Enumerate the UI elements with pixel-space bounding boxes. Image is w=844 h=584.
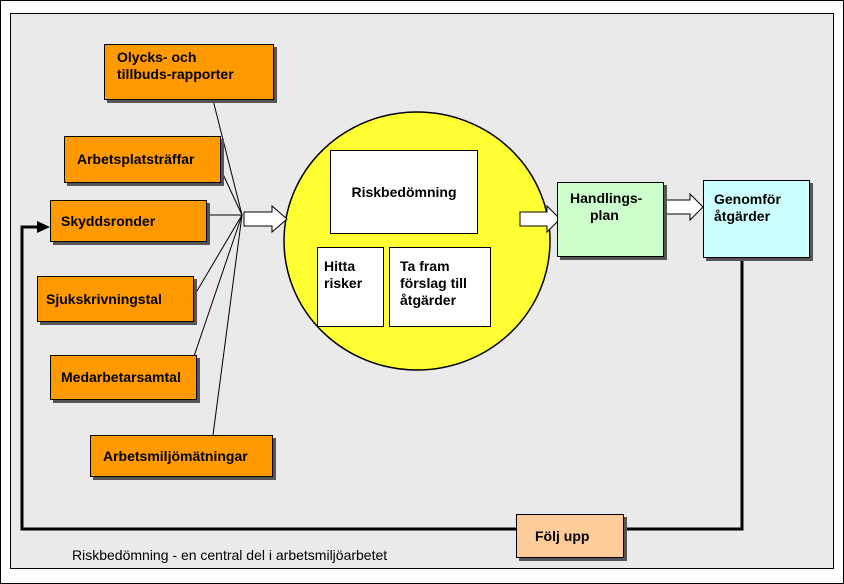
assessment-title: Riskbedömning — [351, 184, 457, 200]
implement-line2: åtgärder — [714, 208, 771, 224]
source-medarbetarsamtal-label: Medarbetarsamtal — [61, 369, 181, 385]
arrow-to-implement — [663, 192, 704, 222]
source-arbetsmiljomatningar: Arbetsmiljömätningar — [90, 435, 273, 477]
source-olycks-line2: tillbuds-rapporter — [117, 66, 234, 82]
source-sjukskrivningstal-label: Sjukskrivningstal — [46, 290, 162, 307]
source-olycks-tillbud: Olycks- och tillbuds-rapporter — [104, 44, 274, 100]
find-risks-line2: risker — [324, 275, 363, 291]
source-skyddsronder-label: Skyddsronder — [61, 212, 156, 229]
connector-arbetsplatstraffar — [220, 169, 243, 216]
action-plan-box: Handlings- plan — [557, 182, 664, 257]
propose-line2: förslag till — [400, 275, 467, 291]
action-plan-line2: plan — [590, 207, 619, 223]
action-plan-line1: Handlings- — [570, 190, 643, 206]
connector-sjukskrivningstal — [193, 214, 243, 297]
find-risks-line1: Hitta — [324, 258, 356, 274]
feedback-loop-line — [20, 225, 744, 531]
source-skyddsronder: Skyddsronder — [50, 200, 207, 242]
diagram-caption: Riskbedömning - en central del i arbetsm… — [72, 547, 388, 563]
arrow-to-actionplan — [519, 204, 561, 234]
follow-up-box: Följ upp — [516, 514, 624, 558]
source-arbetsplatstraffar: Arbetsplatsträffar — [64, 136, 221, 183]
source-arbetsmiljomatningar-label: Arbetsmiljömätningar — [103, 447, 248, 464]
follow-up-label: Följ upp — [535, 527, 590, 544]
connector-olycks — [212, 99, 243, 216]
find-risks-box: Hitta risker — [317, 247, 384, 327]
implement-measures-box: Genomför åtgärder — [703, 180, 810, 258]
propose-line3: åtgärder — [400, 292, 457, 308]
connector-medarbetarsamtal — [189, 214, 243, 369]
assessment-title-box: Riskbedömning — [330, 150, 478, 234]
feedback-arrowhead — [37, 221, 50, 233]
source-sjukskrivningstal: Sjukskrivningstal — [37, 276, 194, 322]
source-olycks-line1: Olycks- och — [117, 49, 197, 65]
connector-arbetsmiljomatningar — [212, 214, 243, 436]
propose-measures-box: Ta fram förslag till åtgärder — [389, 247, 491, 327]
arrow-to-assessment — [243, 204, 288, 234]
source-arbetsplatstraffar-label: Arbetsplatsträffar — [77, 151, 195, 167]
implement-line1: Genomför — [714, 191, 781, 207]
propose-line1: Ta fram — [400, 258, 450, 274]
source-medarbetarsamtal: Medarbetarsamtal — [50, 355, 197, 400]
